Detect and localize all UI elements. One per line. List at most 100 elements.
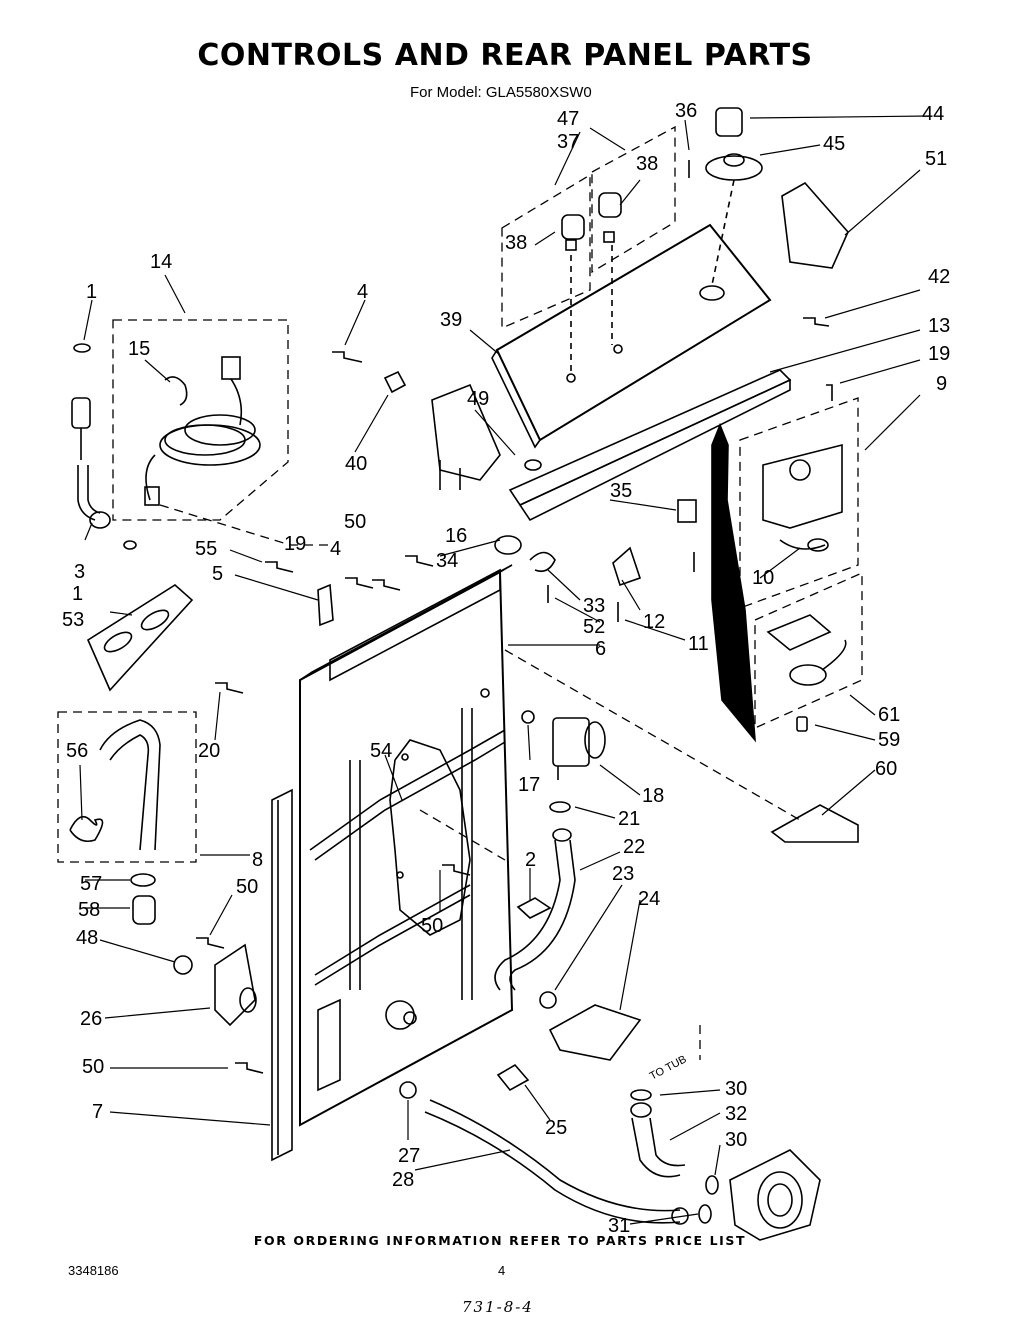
callout-6: 6 (595, 638, 606, 660)
clamp-27 (399, 1081, 417, 1099)
callout-30a: 30 (725, 1078, 747, 1100)
knob-group-box-right (591, 125, 676, 274)
callout-2: 2 (525, 849, 536, 871)
control-knob-right (598, 192, 622, 243)
hose-clamp-57 (130, 873, 156, 887)
callout-5: 5 (212, 563, 223, 585)
callout-14: 14 (150, 251, 172, 273)
power-cord-group-box (112, 319, 289, 521)
callout-16: 16 (445, 525, 467, 547)
callout-3: 3 (74, 561, 85, 583)
hose-32 (631, 1117, 681, 1178)
clamp-21 (549, 801, 571, 813)
document-number: 3348186 (68, 1263, 119, 1278)
fan-motor (789, 664, 827, 686)
handwritten-note: 731-8-4 (462, 1298, 534, 1316)
switch-35 (677, 499, 697, 523)
drain-pump-housing (214, 943, 256, 1027)
callout-61: 61 (878, 704, 900, 726)
callout-15: 15 (128, 338, 150, 360)
callout-19a: 19 (928, 343, 950, 365)
rear-panel (299, 564, 514, 1127)
timer-knob (715, 107, 743, 137)
callout-60: 60 (875, 758, 897, 780)
part-12 (612, 546, 642, 587)
callout-1b: 1 (72, 583, 83, 605)
drain-hose-28 (429, 1099, 681, 1212)
console-end-cap (431, 383, 501, 481)
callout-38b: 38 (505, 232, 527, 254)
callout-44: 44 (922, 103, 944, 125)
mounting-bracket (770, 804, 859, 843)
plug-49 (524, 459, 542, 471)
assembly-arrow (711, 422, 756, 743)
cord-clamp (164, 376, 188, 406)
clamp-30-bottom (705, 1175, 719, 1195)
callout-17: 17 (518, 774, 540, 796)
callout-42: 42 (928, 266, 950, 288)
callout-22: 22 (623, 836, 645, 858)
callout-13: 13 (928, 315, 950, 337)
callout-47: 47 (557, 108, 579, 130)
to-tub-label: TO TUB (648, 1053, 689, 1082)
callout-50a: 50 (344, 511, 366, 533)
nut-40 (383, 370, 407, 394)
washer-1-bottom (123, 540, 137, 550)
grommet-17 (521, 710, 535, 724)
hose-22 (494, 839, 561, 991)
part-2 (516, 897, 552, 919)
callout-27: 27 (398, 1145, 420, 1167)
hose-connector (132, 895, 156, 925)
callout-24: 24 (638, 888, 660, 910)
drain-hose (69, 719, 161, 851)
fan-group-box (754, 572, 863, 730)
callout-25: 25 (545, 1117, 567, 1139)
inlet-hose (71, 397, 111, 529)
callout-30b: 30 (725, 1129, 747, 1151)
corner-brace (271, 788, 293, 1162)
callout-12: 12 (643, 611, 665, 633)
relay-capacitor (494, 535, 522, 555)
callout-28: 28 (392, 1169, 414, 1191)
timer-group-box (739, 397, 859, 609)
callout-32: 32 (725, 1103, 747, 1125)
callout-23: 23 (612, 863, 634, 885)
switch-bracket (781, 181, 849, 269)
callout-45: 45 (823, 133, 845, 155)
callout-19b: 19 (284, 533, 306, 555)
part-24 (548, 1004, 642, 1061)
washer-1-top (73, 343, 91, 353)
knob-group-box-left (501, 173, 591, 329)
callout-31: 31 (608, 1215, 630, 1237)
leader-lines (159, 504, 330, 546)
power-cord (144, 356, 261, 506)
control-knob-left (561, 214, 585, 251)
bracket-5 (317, 583, 334, 627)
clip-33 (529, 551, 556, 573)
ordering-note: FOR ORDERING INFORMATION REFER TO PARTS … (253, 1233, 747, 1248)
callout-4b: 4 (330, 538, 341, 560)
callout-26: 26 (80, 1008, 102, 1030)
callout-53: 53 (62, 609, 84, 631)
callout-18: 18 (642, 785, 664, 807)
timer-dial (705, 155, 763, 181)
callout-38a: 38 (636, 153, 658, 175)
callout-7: 7 (92, 1101, 103, 1123)
pump (729, 1149, 821, 1241)
callout-20: 20 (198, 740, 220, 762)
timer (762, 443, 843, 529)
water-valve (552, 717, 606, 780)
callout-35: 35 (610, 480, 632, 502)
clip-59 (796, 716, 808, 732)
callout-59: 59 (878, 729, 900, 751)
access-panel (86, 584, 194, 692)
clamp-23 (539, 991, 557, 1009)
callout-55: 55 (195, 538, 217, 560)
callout-21: 21 (618, 808, 640, 830)
callout-57: 57 (80, 873, 102, 895)
callout-58: 58 (78, 899, 100, 921)
callout-8: 8 (252, 849, 263, 871)
callout-36: 36 (675, 100, 697, 122)
callout-33: 33 (583, 595, 605, 617)
